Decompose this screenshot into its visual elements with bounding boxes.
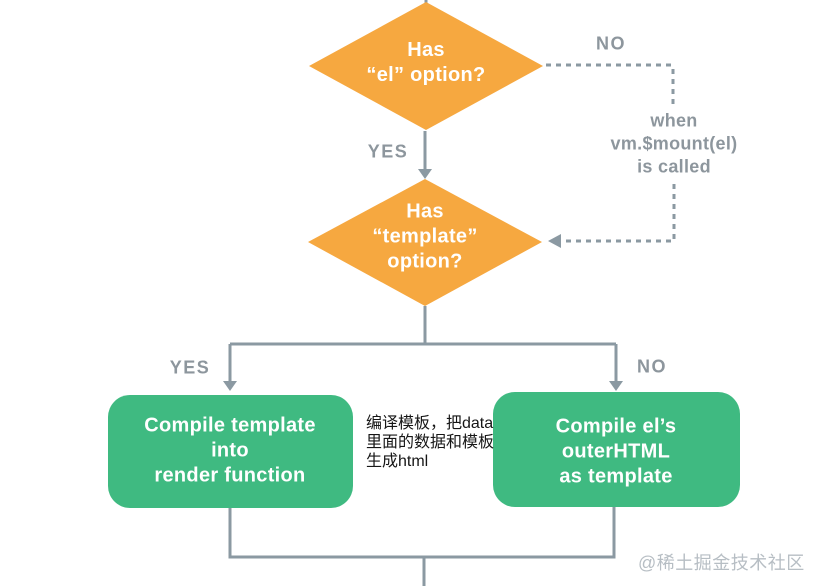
arrowhead-down-into-template-diamond [418, 169, 432, 179]
compile-template-label: Compile template into render function [144, 414, 316, 487]
no-el-label: NO [596, 33, 626, 54]
compile-el-outerhtml-label: Compile el’s outerHTML as template [555, 415, 677, 488]
merge-connector-lines [228, 507, 616, 559]
arrowhead-into-compile-template-box [223, 381, 237, 391]
has-el-label: Has “el” option? [366, 39, 486, 86]
branch-connector-lines [228, 306, 618, 382]
yes-el-label: YES [367, 141, 409, 162]
decision-has-el-diamond [309, 2, 543, 130]
process-compile-el-outerhtml-box [493, 392, 740, 507]
process-compile-template-box [108, 395, 353, 508]
yes-template-label: YES [169, 357, 211, 378]
when-mount-label: when vm.$mount(el) is called [610, 110, 738, 177]
arrowhead-into-compile-el-box [609, 381, 623, 391]
decision-has-template-diamond [308, 179, 542, 306]
watermark-text: @稀土掘金技术社区 [638, 553, 805, 573]
has-template-label: Has “template” option? [372, 200, 478, 273]
chinese-annotation-text: 编译模板，把data 里面的数据和模板 生成html [366, 415, 495, 470]
no-template-label: NO [637, 356, 667, 377]
arrowhead-into-template-diamond [548, 234, 561, 248]
